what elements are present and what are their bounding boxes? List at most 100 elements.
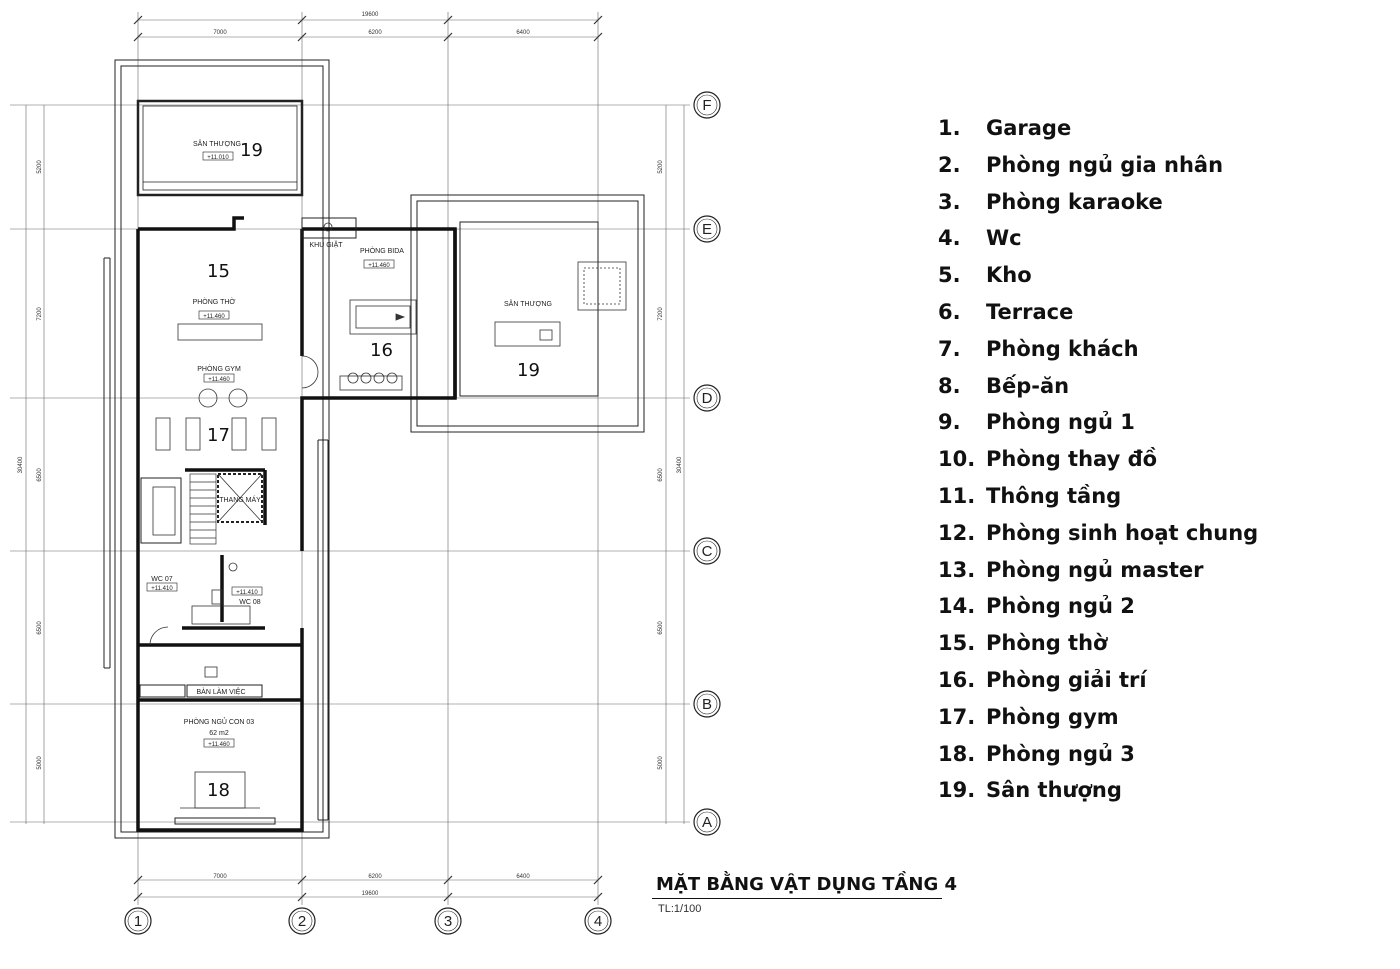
label-phong-ngu-con: PHÒNG NGỦ CON 03 [184, 717, 255, 726]
legend-item: 12. Phòng sinh hoạt chung [938, 517, 1258, 554]
legend-number: 4. [938, 226, 961, 251]
legend-label: Phòng ngủ 3 [986, 741, 1135, 766]
legend-number: 8. [938, 373, 961, 398]
label-san-thuong-top: SÂN THƯỢNG [193, 139, 241, 148]
dim-top-seg3: 6400 [516, 30, 530, 36]
room-number-19-right: 19 [517, 360, 540, 381]
legend-label: Phòng sinh hoạt chung [986, 520, 1259, 545]
furniture [149, 222, 627, 809]
level-wc07: +11.410 [151, 586, 173, 592]
thin-walls [139, 217, 599, 825]
label-san-thuong-right: SÂN THƯỢNG [504, 299, 552, 308]
roof-outline [103, 59, 645, 839]
svg-text:D: D [702, 390, 713, 407]
legend-label: Phòng thờ [986, 631, 1108, 656]
legend-label: Phòng ngủ 1 [986, 410, 1135, 435]
legend-label: Phòng ngủ gia nhân [986, 152, 1224, 177]
dim-right-total: 30400 [677, 456, 683, 473]
legend-number: 19. [938, 778, 976, 803]
dim-bottom-seg3: 6400 [516, 874, 530, 880]
legend-number: 15. [938, 631, 976, 656]
dim-right-row1: 5200 [658, 160, 664, 174]
legend-item: 16. Phòng giải trí [938, 664, 1258, 701]
terrace-top [136, 99, 304, 197]
legend-item: 10.Phòng thay đồ [938, 443, 1258, 480]
svg-text:1: 1 [134, 913, 142, 930]
walls [136, 216, 457, 832]
dim-bottom-total: 19600 [362, 891, 379, 897]
plan-title: MẶT BẰNG VẬT DỤNG TẦNG 4 [656, 874, 958, 895]
legend-label: Sân thượng [986, 778, 1122, 803]
svg-text:E: E [702, 221, 712, 238]
svg-text:A: A [702, 814, 712, 831]
axis-bubble-D: D [693, 384, 721, 412]
dim-left-row2: 7200 [37, 307, 43, 321]
legend-label: Phòng gym [986, 704, 1119, 729]
room-legend: 1.Garage 2.Phòng ngủ gia nhân 3.Phòng ka… [938, 112, 1258, 811]
legend-item: 18. Phòng ngủ 3 [938, 738, 1258, 775]
legend-item: 11. Thông tầng [938, 480, 1258, 517]
legend-label: Phòng karaoke [986, 189, 1163, 214]
legend-label: Bếp-ăn [986, 373, 1070, 398]
legend-number: 12. [938, 520, 976, 545]
legend-label: Kho [986, 263, 1032, 288]
stairs [189, 473, 217, 545]
dim-right-row2: 7200 [658, 307, 664, 321]
legend-item: 1. Garage [938, 112, 1258, 149]
legend-item: 3. Phòng karaoke [938, 186, 1258, 223]
svg-text:B: B [702, 696, 712, 713]
dim-top-seg1: 7000 [213, 30, 227, 36]
legend-number: 3. [938, 189, 961, 214]
legend-number: 14. [938, 594, 976, 619]
legend-number: 1. [938, 116, 961, 140]
dim-left-row5: 5000 [37, 756, 43, 770]
dim-left-row1: 5200 [37, 160, 43, 174]
axis-bubble-1: 1 [124, 907, 152, 935]
legend-label: Phòng khách [986, 336, 1139, 361]
legend-number: 18. [938, 741, 976, 766]
legend-label: Terrace [986, 299, 1074, 324]
dim-left-total: 30400 [18, 456, 24, 473]
legend-label: Thông tầng [986, 483, 1122, 508]
legend-item: 9.Phòng ngủ 1 [938, 406, 1258, 443]
dim-bottom-seg1: 7000 [213, 874, 227, 880]
label-phong-bida: PHÒNG BIDA [360, 246, 404, 255]
title-underline [652, 898, 942, 899]
room-number-17: 17 [207, 425, 230, 446]
axis-bubble-4: 4 [584, 907, 612, 935]
floor-plan: 19600 7000 6200 6400 7000 6200 6400 1960… [10, 12, 721, 935]
axis-bubble-2: 2 [288, 907, 316, 935]
legend-label: Phòng ngủ master [986, 557, 1204, 582]
dim-bottom-seg2: 6200 [368, 874, 382, 880]
axis-bubble-C: C [693, 537, 721, 565]
dim-left-row3: 6500 [37, 468, 43, 482]
legend-number: 6. [938, 299, 961, 324]
level-wc08: +11.410 [236, 590, 258, 596]
label-phong-ngu-con-area: 62 m2 [209, 730, 229, 737]
label-thang-may: THANG MÁY [219, 495, 261, 504]
axis-bubble-B: B [693, 690, 721, 718]
plan-scale: TL:1/100 [658, 903, 702, 915]
svg-text:4: 4 [594, 913, 602, 930]
legend-label: Phòng giải trí [986, 667, 1147, 692]
dimension-ticks [133, 15, 603, 902]
dim-right-row4: 6500 [658, 621, 664, 635]
dim-right-row3: 6500 [658, 468, 664, 482]
legend-label: Wc [986, 226, 1022, 251]
dimension-lines [10, 12, 690, 905]
level-san-thuong-top: +11.010 [207, 155, 229, 161]
dim-top-seg2: 6200 [368, 30, 382, 36]
label-khu-giat: KHU GIẶT [309, 240, 343, 249]
room-number-16: 16 [370, 340, 393, 361]
legend-item: 14.Phòng ngủ 2 [938, 590, 1258, 627]
level-phong-tho: +11.460 [203, 314, 225, 320]
legend-label: Garage [986, 116, 1072, 140]
room-number-19-top: 19 [240, 140, 263, 161]
legend-item: 8. Bếp-ăn [938, 370, 1258, 407]
dim-top-total: 19600 [362, 12, 379, 18]
axis-bubble-A: A [693, 808, 721, 836]
legend-number: 5. [938, 263, 961, 288]
legend-number: 11. [938, 483, 976, 508]
legend-item: 7.Phòng khách [938, 333, 1258, 370]
legend-number: 16. [938, 667, 976, 692]
